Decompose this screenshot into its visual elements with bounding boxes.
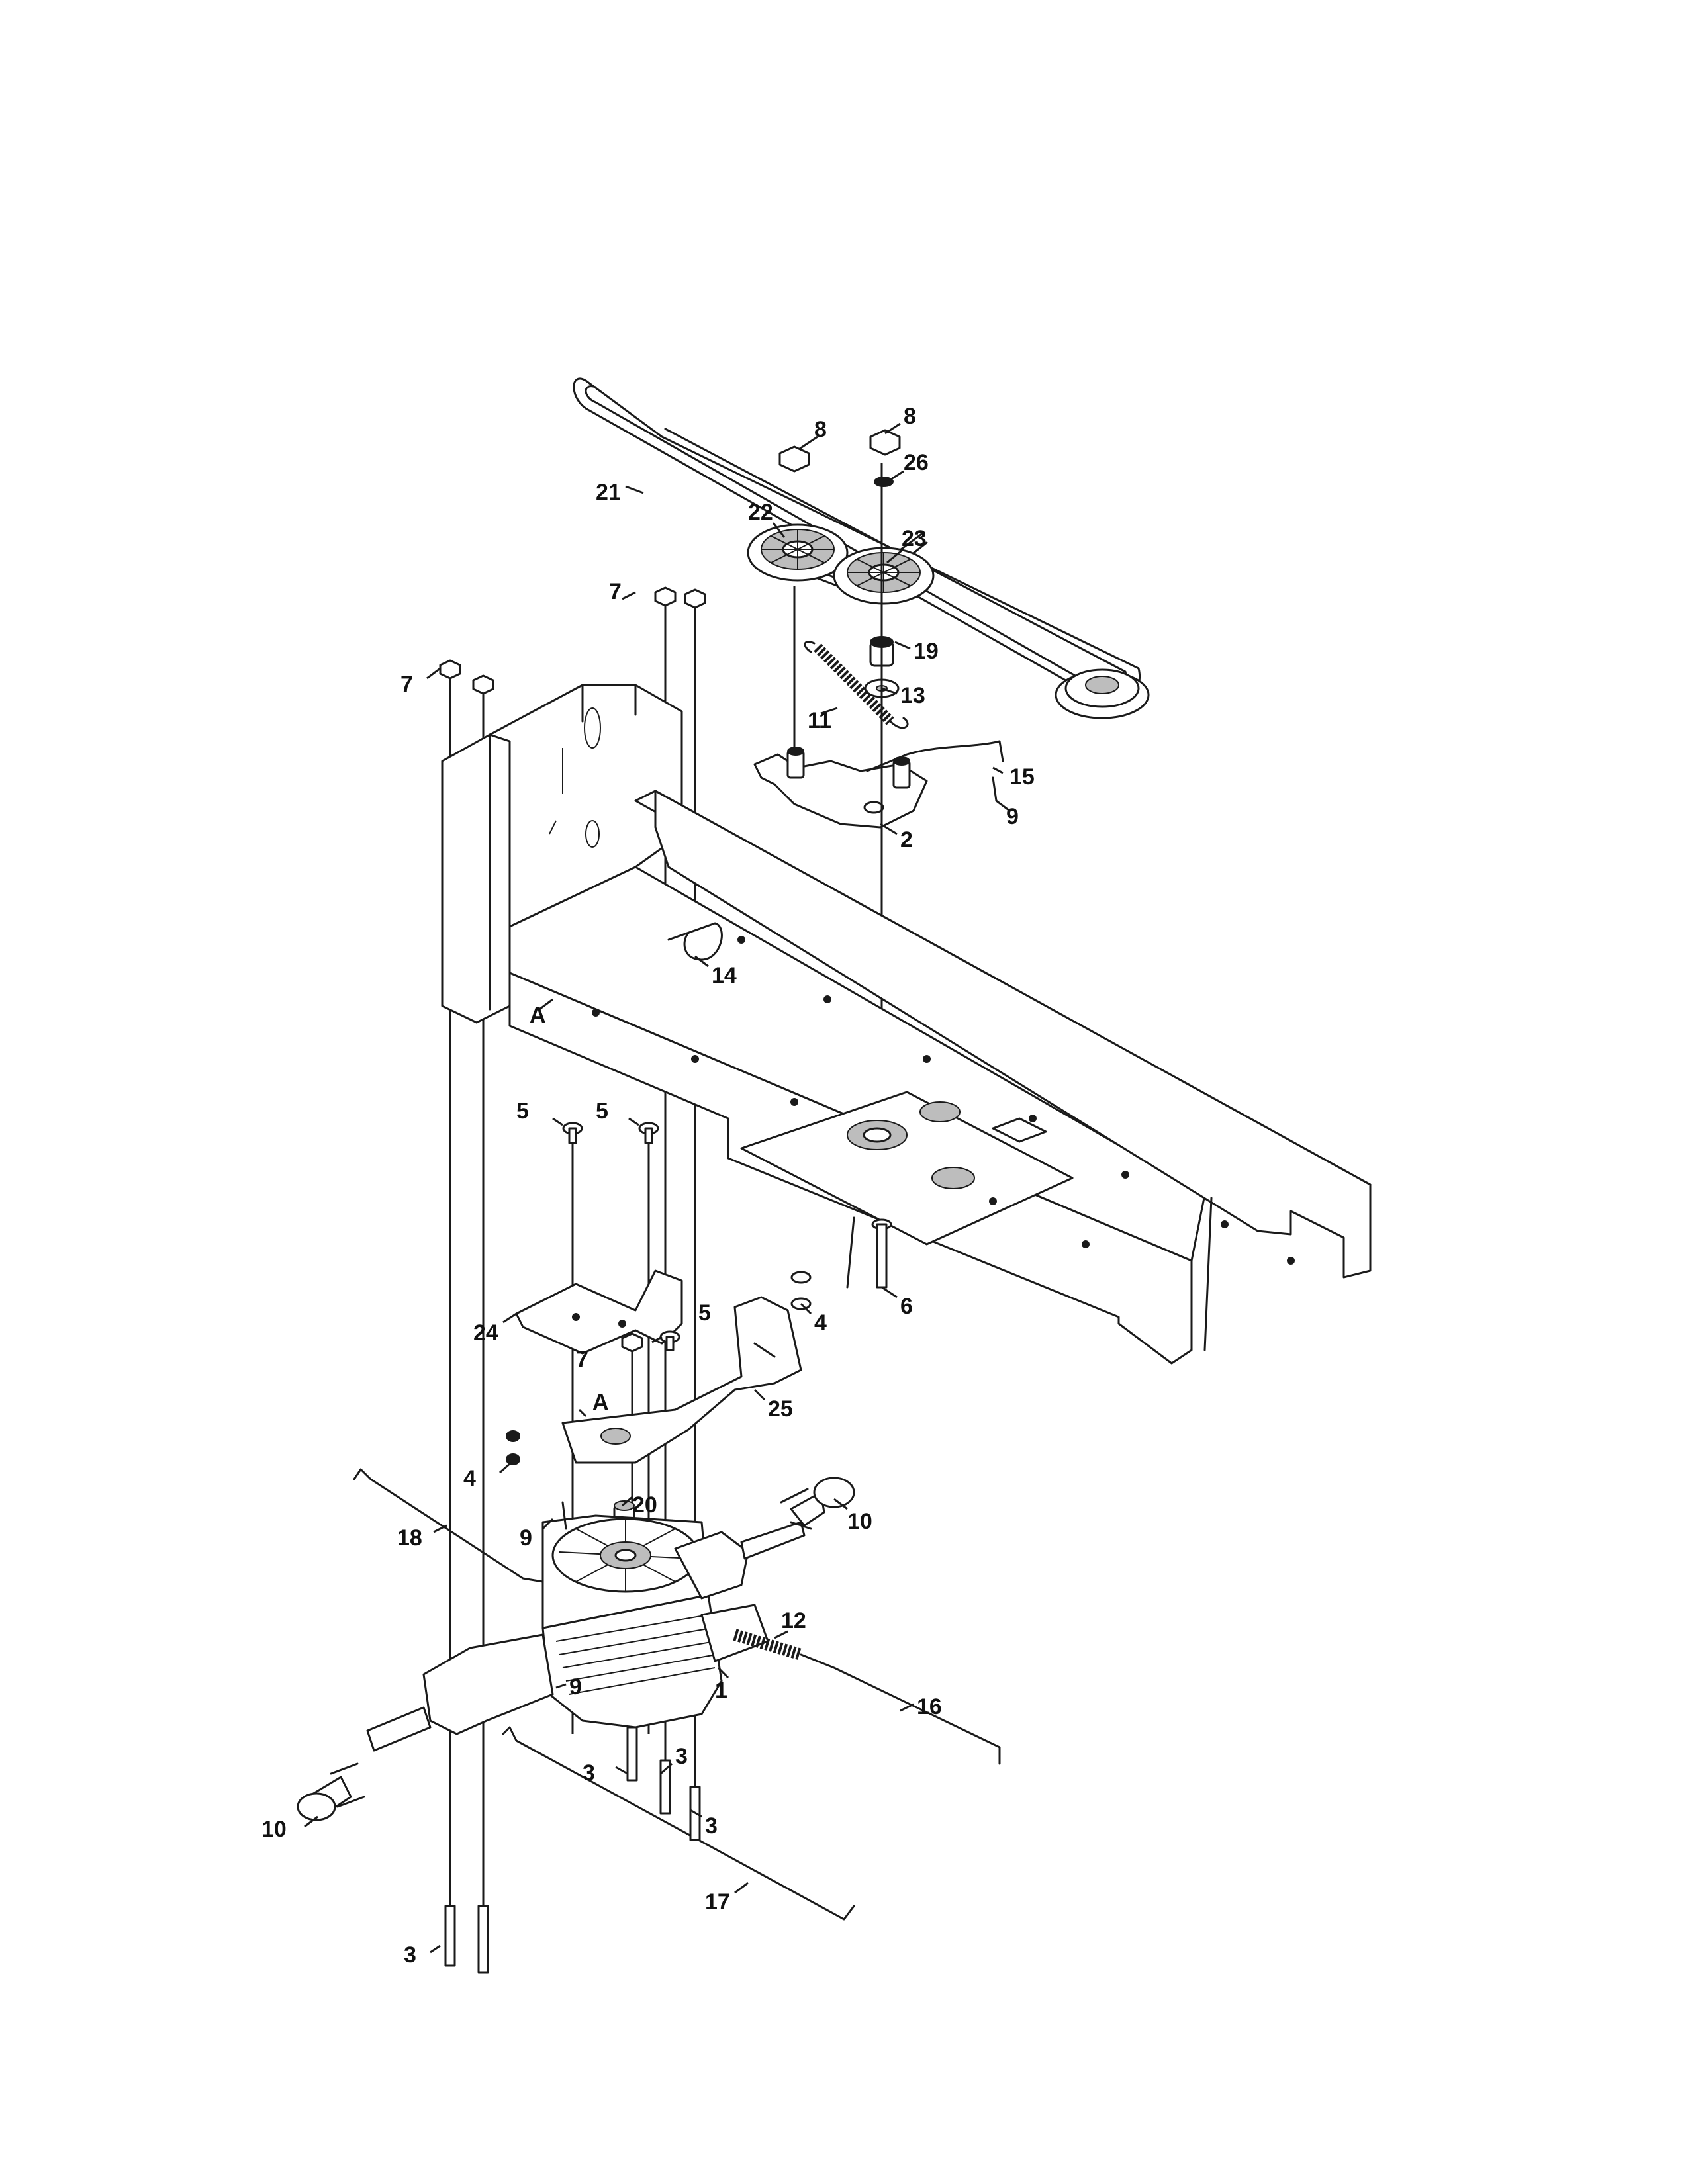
callout-14: 14 <box>712 963 737 988</box>
engine-pulley <box>1055 668 1150 719</box>
screw-4-upper <box>790 1271 812 1310</box>
bracket-25 <box>561 1296 802 1464</box>
callout-18: 18 <box>397 1525 422 1551</box>
bolts-3-center <box>626 1726 701 1841</box>
callout-24: 24 <box>473 1320 498 1345</box>
callout-5: 5 <box>596 1099 608 1124</box>
callout-9: 9 <box>1006 804 1019 829</box>
transaxle-1 <box>541 1514 806 1729</box>
callout-23: 23 <box>902 526 927 551</box>
idler-bracket-2 <box>753 747 928 829</box>
callout-labels: 1 2 3 3 3 3 4 4 5 5 5 6 7 7 7 8 8 9 9 9 … <box>261 404 1035 1968</box>
callout-A: A <box>592 1390 609 1415</box>
nut-8-left <box>778 445 810 473</box>
callout-26: 26 <box>904 450 929 475</box>
callout-21: 21 <box>596 480 621 505</box>
bracket-24 <box>515 1269 683 1355</box>
nuts-7-top <box>439 586 706 695</box>
left-axle-housing <box>366 1633 554 1752</box>
callout-10: 10 <box>847 1509 872 1534</box>
rod-17 <box>502 1726 855 1921</box>
callout-leaders <box>304 422 1010 1954</box>
callout-8: 8 <box>814 417 827 442</box>
callout-8: 8 <box>904 404 916 429</box>
callout-16: 16 <box>917 1694 942 1719</box>
callout-3: 3 <box>675 1744 688 1769</box>
tractor-frame <box>441 684 1372 1365</box>
callout-11: 11 <box>808 708 831 733</box>
idler-pulley-23 <box>833 547 935 605</box>
control-rod-15 <box>866 740 1004 772</box>
nut-8-right <box>869 429 901 456</box>
drive-belt <box>573 377 1141 702</box>
bolt-5-right <box>659 1330 680 1351</box>
bolt-5-center <box>638 1122 659 1144</box>
cotter-pin-9-top <box>992 776 998 802</box>
tension-spring-11 <box>804 641 909 729</box>
bolt-6 <box>871 1218 892 1289</box>
hub-adapter-10-right <box>780 1477 855 1530</box>
hub-adapter-10-left <box>297 1762 365 1821</box>
screw-4-lower <box>506 1430 520 1465</box>
callout-3: 3 <box>705 1813 718 1839</box>
callout-7: 7 <box>400 672 413 697</box>
callout-15: 15 <box>1009 764 1035 790</box>
callout-7: 7 <box>609 579 622 604</box>
callout-25: 25 <box>768 1396 793 1422</box>
idler-pulley-22 <box>747 523 849 582</box>
callout-9: 9 <box>569 1674 582 1700</box>
callout-7: 7 <box>576 1347 588 1372</box>
callout-20: 20 <box>632 1492 657 1518</box>
callout-4: 4 <box>814 1310 827 1336</box>
callout-4: 4 <box>463 1466 476 1491</box>
callout-6: 6 <box>900 1294 913 1319</box>
callout-17: 17 <box>705 1889 730 1915</box>
callout-3: 3 <box>404 1942 416 1968</box>
callout-19: 19 <box>914 639 939 664</box>
callout-1: 1 <box>715 1678 727 1703</box>
bolt-5-left <box>562 1122 583 1144</box>
washer-26 <box>874 477 894 487</box>
rod-18 <box>353 1468 544 1583</box>
nut-7-lower <box>621 1332 643 1353</box>
callout-22: 22 <box>748 500 773 525</box>
bolts-3-bottom <box>444 1905 489 1974</box>
callout-2: 2 <box>900 827 913 852</box>
rod-16 <box>800 1653 1001 1765</box>
callout-9: 9 <box>520 1525 532 1551</box>
callout-3: 3 <box>583 1760 595 1786</box>
cotter-pin-9-mid <box>561 1501 567 1530</box>
callout-5: 5 <box>516 1099 529 1124</box>
callout-13: 13 <box>900 683 925 708</box>
spring-12 <box>733 1629 803 1661</box>
callout-5: 5 <box>698 1300 711 1326</box>
callout-10: 10 <box>261 1817 287 1842</box>
callout-12: 12 <box>781 1608 806 1633</box>
callout-A: A <box>530 1003 546 1028</box>
